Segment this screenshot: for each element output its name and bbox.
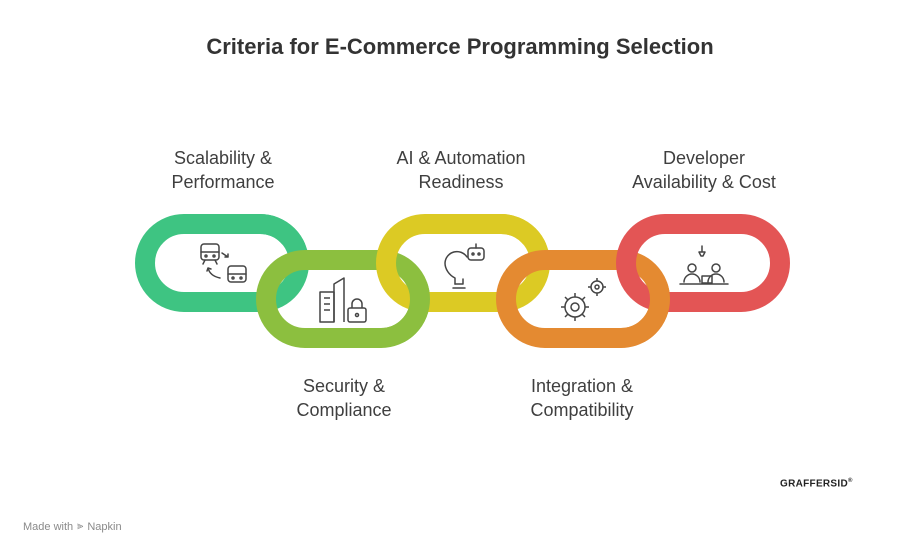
label-security: Security &Compliance xyxy=(296,376,392,420)
building-lock-icon xyxy=(319,277,367,323)
label-integration: Integration &Compatibility xyxy=(530,376,634,420)
made-with-napkin: Made with ⫸ Napkin xyxy=(23,520,122,533)
trains-icon xyxy=(200,243,247,283)
developers-icon xyxy=(679,245,729,285)
graffersid-logo: GRAFFERSID® xyxy=(780,478,853,490)
lightbulb-robot-icon xyxy=(444,243,485,289)
label-scalability: Scalability &Performance xyxy=(171,148,275,192)
napkin-icon: ⫸ xyxy=(77,520,84,532)
diagram-title: Criteria for E-Commerce Programming Sele… xyxy=(206,34,714,59)
gears-icon xyxy=(561,278,606,321)
link-developer xyxy=(616,214,790,312)
